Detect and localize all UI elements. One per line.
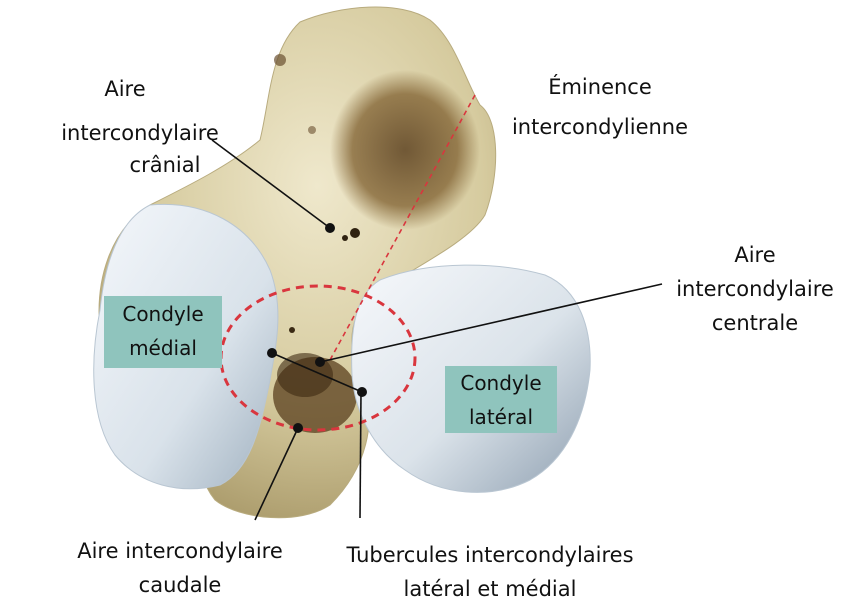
label-tubercules-line2: latéral et médial (330, 574, 650, 604)
label-aire-cranial-2: intercondylaire (40, 118, 240, 148)
label-aire-centrale-line1: Aire (660, 240, 850, 270)
label-aire-cranial-3: crânial (120, 150, 210, 180)
label-tubercules: Tubercules intercondylaires latéral et m… (330, 540, 650, 604)
condyle-lateral-line2: latéral (445, 402, 557, 432)
label-eminence-line1: Éminence (490, 72, 710, 102)
condyle-medial-box: Condyle médial (104, 296, 222, 368)
dot-caudale (293, 423, 303, 433)
leader-tubercules (360, 392, 361, 518)
condyle-lateral-box: Condyle latéral (445, 366, 557, 433)
label-eminence-line2: intercondylienne (490, 112, 710, 142)
dot-cranial (325, 223, 335, 233)
label-aire-centrale: Aire intercondylaire centrale (660, 240, 850, 338)
condyle-lateral-line1: Condyle (445, 366, 557, 398)
label-aire-cranial: Aire (50, 74, 200, 104)
label-aire-cranial-line2: intercondylaire (40, 118, 240, 148)
condyle-medial-line1: Condyle (104, 296, 222, 329)
label-aire-cranial-line1: Aire (50, 74, 200, 104)
label-aire-caudale-line1: Aire intercondylaire (50, 536, 310, 566)
dot-tubercule-lateral (357, 387, 367, 397)
label-tubercules-line1: Tubercules intercondylaires (330, 540, 650, 570)
label-aire-cranial-line3: crânial (120, 150, 210, 180)
condyle-medial-line2: médial (104, 333, 222, 363)
cranial-fossa-shadow (330, 70, 480, 230)
label-aire-caudale: Aire intercondylaire caudale (50, 536, 310, 600)
dot-tubercule-medial (267, 348, 277, 358)
label-aire-caudale-line2: caudale (50, 570, 310, 600)
dot-centrale (315, 357, 325, 367)
label-aire-centrale-line2: intercondylaire (660, 274, 850, 304)
label-aire-centrale-line3: centrale (660, 308, 850, 338)
label-eminence: Éminence intercondylienne (490, 72, 710, 142)
